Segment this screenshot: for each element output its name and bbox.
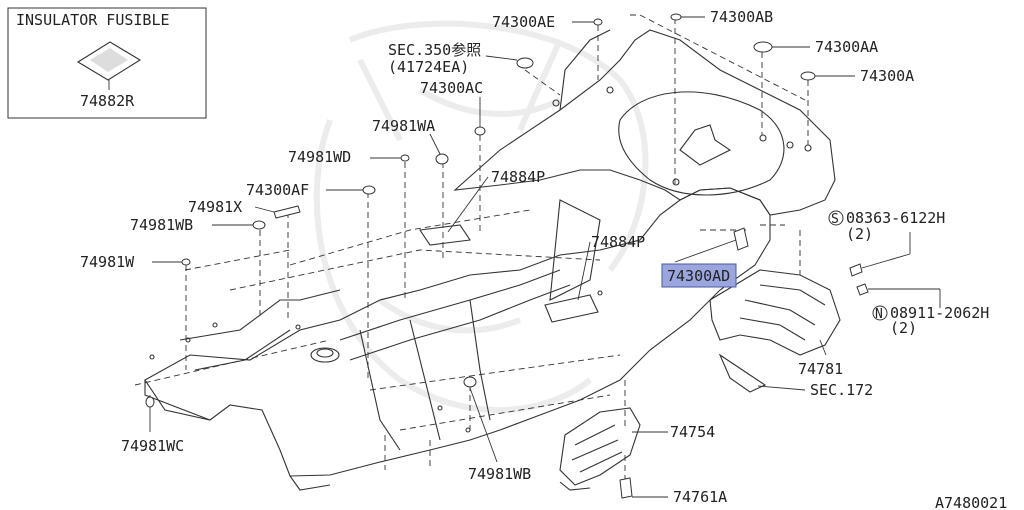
clip-74300AF [362, 185, 376, 195]
part-labels: 74300AE 74300AB 74300AA 74300A SEC.350参照… [80, 8, 1007, 510]
label-74981X[interactable]: 74981X [188, 198, 242, 216]
clip-74300AE [593, 18, 603, 26]
label-74300AA[interactable]: 74300AA [815, 38, 878, 56]
clip-74300AD [733, 227, 749, 251]
label-74300AD[interactable]: 74300AD [667, 267, 730, 285]
plug-41724EA [516, 57, 534, 69]
insulator-pad [76, 41, 142, 81]
dashed-guides [134, 14, 809, 480]
insulator-74884P-2 [544, 294, 599, 323]
clip-74981W [181, 258, 191, 266]
highlighted-part-box [661, 263, 737, 288]
label-bolt-qty: (2) [846, 225, 873, 243]
inset-title: INSULATOR FUSIBLE [16, 11, 170, 29]
label-74754[interactable]: 74754 [670, 423, 715, 441]
bolt-symbol-circle [828, 210, 844, 226]
label-nut-qty: (2) [890, 319, 917, 337]
clip-74981WB-1 [252, 220, 266, 230]
watermark-emblem [313, 20, 649, 413]
heat-insulator-74781 [709, 263, 869, 393]
label-sec350[interactable]: SEC.350参照 [388, 41, 481, 59]
label-74761A[interactable]: 74761A [673, 488, 727, 506]
diagram-id: A7480021 [935, 494, 1007, 510]
label-nut-symbol: N [875, 307, 883, 322]
clip-74300AC [474, 126, 486, 136]
bracket-sec172 [718, 353, 767, 393]
label-74981WD[interactable]: 74981WD [288, 148, 351, 166]
clip-74981WB-2 [463, 376, 477, 388]
insulator-74884P-1 [419, 224, 471, 246]
bolt-08363 [849, 263, 863, 277]
clip-74981X [273, 205, 301, 219]
inset-part-label: 74882R [80, 92, 135, 110]
clips [145, 13, 816, 408]
label-74300AE[interactable]: 74300AE [492, 13, 555, 31]
floor-insulators [419, 199, 601, 323]
inset-insulator-fusible: INSULATOR FUSIBLE 74882R [7, 7, 207, 119]
leader-lines [149, 16, 941, 498]
heat-insulator-74754 [559, 407, 641, 499]
floor-panel-rear [453, 29, 836, 216]
label-74981WC[interactable]: 74981WC [121, 437, 184, 455]
insulator-pad-texture [90, 48, 128, 72]
nut-symbol-circle [872, 305, 888, 321]
clip-74300A [800, 71, 816, 81]
label-74884P-2[interactable]: 74884P [591, 233, 645, 251]
label-74981WB-1[interactable]: 74981WB [130, 216, 193, 234]
label-08911-2062H[interactable]: 08911-2062H [890, 304, 989, 322]
bolt-74761A [619, 477, 633, 499]
nut-08911 [856, 283, 869, 296]
label-08363-6122H[interactable]: 08363-6122H [846, 209, 945, 227]
clip-74300AA [753, 41, 773, 53]
label-74781[interactable]: 74781 [798, 360, 843, 378]
clip-74300AB [670, 13, 682, 21]
label-sec172[interactable]: SEC.172 [810, 381, 873, 399]
label-74981WA[interactable]: 74981WA [372, 117, 435, 135]
label-41724EA[interactable]: (41724EA) [388, 58, 469, 76]
label-bolt-symbol: S [831, 212, 839, 227]
label-74884P-1[interactable]: 74884P [491, 168, 545, 186]
clip-74981WC [145, 396, 155, 408]
floor-panel-front [144, 187, 771, 491]
label-74300A[interactable]: 74300A [860, 67, 914, 85]
clip-74981WD [400, 154, 410, 162]
label-74300AB[interactable]: 74300AB [710, 8, 773, 26]
clip-74981WA [435, 153, 449, 165]
label-74981WB-2[interactable]: 74981WB [468, 465, 531, 483]
label-74300AC[interactable]: 74300AC [420, 79, 483, 97]
label-74981W[interactable]: 74981W [80, 253, 135, 271]
label-74300AF[interactable]: 74300AF [246, 181, 309, 199]
